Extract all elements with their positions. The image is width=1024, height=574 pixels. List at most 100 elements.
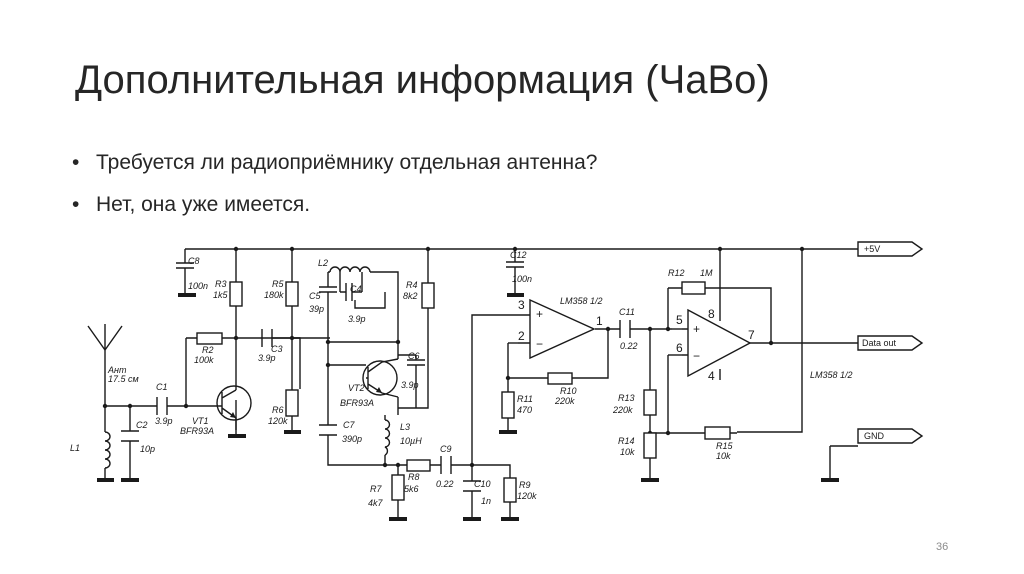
svg-text:5: 5: [676, 313, 683, 327]
capacitor-c1: C1 3.9p: [155, 382, 173, 426]
resistor-r9: R9 120k: [503, 477, 537, 503]
svg-text:R9: R9: [519, 480, 531, 490]
svg-text:Data out: Data out: [862, 338, 897, 348]
svg-text:8k2: 8k2: [403, 291, 418, 301]
resistor-r5: R5 180k: [264, 279, 299, 307]
svg-text:100n: 100n: [188, 281, 208, 291]
resistor-r4: R4 8k2: [403, 280, 435, 309]
svg-text:−: −: [536, 337, 543, 351]
svg-text:R6: R6: [272, 405, 284, 415]
svg-text:−: −: [693, 349, 700, 363]
svg-text:C11: C11: [619, 307, 635, 317]
capacitor-c5: C5 39p: [309, 272, 337, 314]
svg-text:1: 1: [596, 314, 603, 328]
bullet-text: Требуется ли радиоприёмнику отдельная ан…: [96, 151, 598, 174]
svg-text:10p: 10p: [140, 444, 155, 454]
net-data-out: Data out: [857, 335, 924, 351]
svg-text:39p: 39p: [309, 304, 324, 314]
resistor-r12: R12 1M: [668, 268, 713, 295]
resistor-r2: R2 100k: [194, 332, 223, 365]
svg-text:8: 8: [708, 307, 715, 321]
svg-text:L2: L2: [318, 258, 328, 268]
svg-text:+: +: [536, 307, 543, 321]
svg-text:3.9p: 3.9p: [401, 380, 419, 390]
svg-text:180k: 180k: [264, 290, 284, 300]
opamp-u1: + − 3 2 1 LM358 1/2: [518, 296, 603, 360]
svg-text:3: 3: [518, 298, 525, 312]
svg-text:3.9p: 3.9p: [155, 416, 173, 426]
svg-text:C8: C8: [188, 256, 200, 266]
capacitor-c11: C11 0.22: [619, 307, 638, 351]
svg-text:0.22: 0.22: [436, 479, 454, 489]
svg-text:R10: R10: [560, 386, 577, 396]
svg-text:BFR93A: BFR93A: [180, 426, 214, 436]
bullet-list: • Требуется ли радиоприёмнику отдельная а…: [72, 152, 597, 236]
capacitor-c3: C3 3.9p: [258, 329, 283, 363]
svg-text:C5: C5: [309, 291, 321, 301]
resistor-r3: R3 1k5: [213, 279, 243, 307]
inductor-l1: L1: [70, 431, 111, 469]
svg-text:C1: C1: [156, 382, 168, 392]
svg-text:R4: R4: [406, 280, 418, 290]
capacitor-c8: C8 100n: [176, 256, 208, 291]
resistor-r6: R6 120k: [268, 389, 299, 426]
svg-text:R13: R13: [618, 393, 635, 403]
svg-text:4: 4: [708, 369, 715, 383]
net-vcc: +5V: [857, 241, 924, 257]
transistor-vt1: VT1 BFR93A: [180, 385, 252, 436]
antenna-symbol: Ант 17.5 см: [87, 324, 139, 384]
inductor-l3: L3 10µH: [384, 419, 422, 456]
svg-text:10µH: 10µH: [400, 436, 422, 446]
svg-text:17.5 см: 17.5 см: [108, 374, 139, 384]
svg-text:100n: 100n: [512, 274, 532, 284]
svg-text:GND: GND: [864, 431, 885, 441]
transistor-vt2: VT2 BFR93A: [340, 358, 399, 408]
svg-text:C7: C7: [343, 420, 355, 430]
svg-text:R3: R3: [215, 279, 227, 289]
svg-text:R2: R2: [202, 345, 214, 355]
svg-text:VT2: VT2: [348, 383, 365, 393]
page-number: 36: [936, 541, 949, 553]
resistor-r10: R10 220k: [547, 372, 577, 406]
resistor-r14: R14 10k: [618, 432, 657, 459]
svg-text:10k: 10k: [716, 451, 731, 461]
net-gnd: GND: [857, 428, 924, 444]
resistor-r15: R15 10k: [704, 426, 734, 461]
svg-text:C9: C9: [440, 444, 452, 454]
junctions: [102, 246, 805, 468]
wiring: [104, 248, 858, 517]
capacitor-c9: C9 0.22: [436, 444, 454, 489]
svg-text:7: 7: [748, 328, 755, 342]
svg-text:3.9p: 3.9p: [348, 314, 366, 324]
svg-text:R15: R15: [716, 441, 734, 451]
svg-text:C3: C3: [271, 344, 283, 354]
capacitor-c2: C2 10p: [121, 420, 155, 454]
svg-text:120k: 120k: [517, 491, 537, 501]
slide-title: Дополнительная информация (ЧаВо): [75, 58, 770, 102]
svg-text:C2: C2: [136, 420, 148, 430]
svg-text:Ант: Ант: [107, 365, 127, 375]
svg-text:+5V: +5V: [864, 244, 880, 254]
resistor-r8: R8 5k6: [404, 459, 431, 494]
svg-text:+: +: [693, 322, 700, 336]
inductor-l2: L2: [318, 258, 371, 273]
resistor-r11: R11 470: [501, 391, 533, 419]
svg-text:4k7: 4k7: [368, 498, 384, 508]
bullet-glyph: •: [72, 151, 80, 174]
resistor-r7: R7 4k7: [368, 474, 405, 508]
svg-text:2: 2: [518, 329, 525, 343]
ground-symbols: [97, 278, 839, 521]
opamp-u2: + − 5 6 7 8 4 LM358 1/2: [676, 307, 853, 383]
svg-text:C4: C4: [350, 284, 362, 294]
svg-text:VT1: VT1: [192, 416, 209, 426]
svg-text:100k: 100k: [194, 355, 214, 365]
svg-text:R14: R14: [618, 436, 635, 446]
svg-text:220k: 220k: [612, 405, 633, 415]
svg-text:L3: L3: [400, 422, 410, 432]
svg-text:R5: R5: [272, 279, 284, 289]
capacitor-c6: C6 3.9p: [398, 351, 425, 390]
bullet-glyph: •: [72, 193, 80, 216]
svg-text:220k: 220k: [554, 396, 575, 406]
svg-text:390p: 390p: [342, 434, 362, 444]
